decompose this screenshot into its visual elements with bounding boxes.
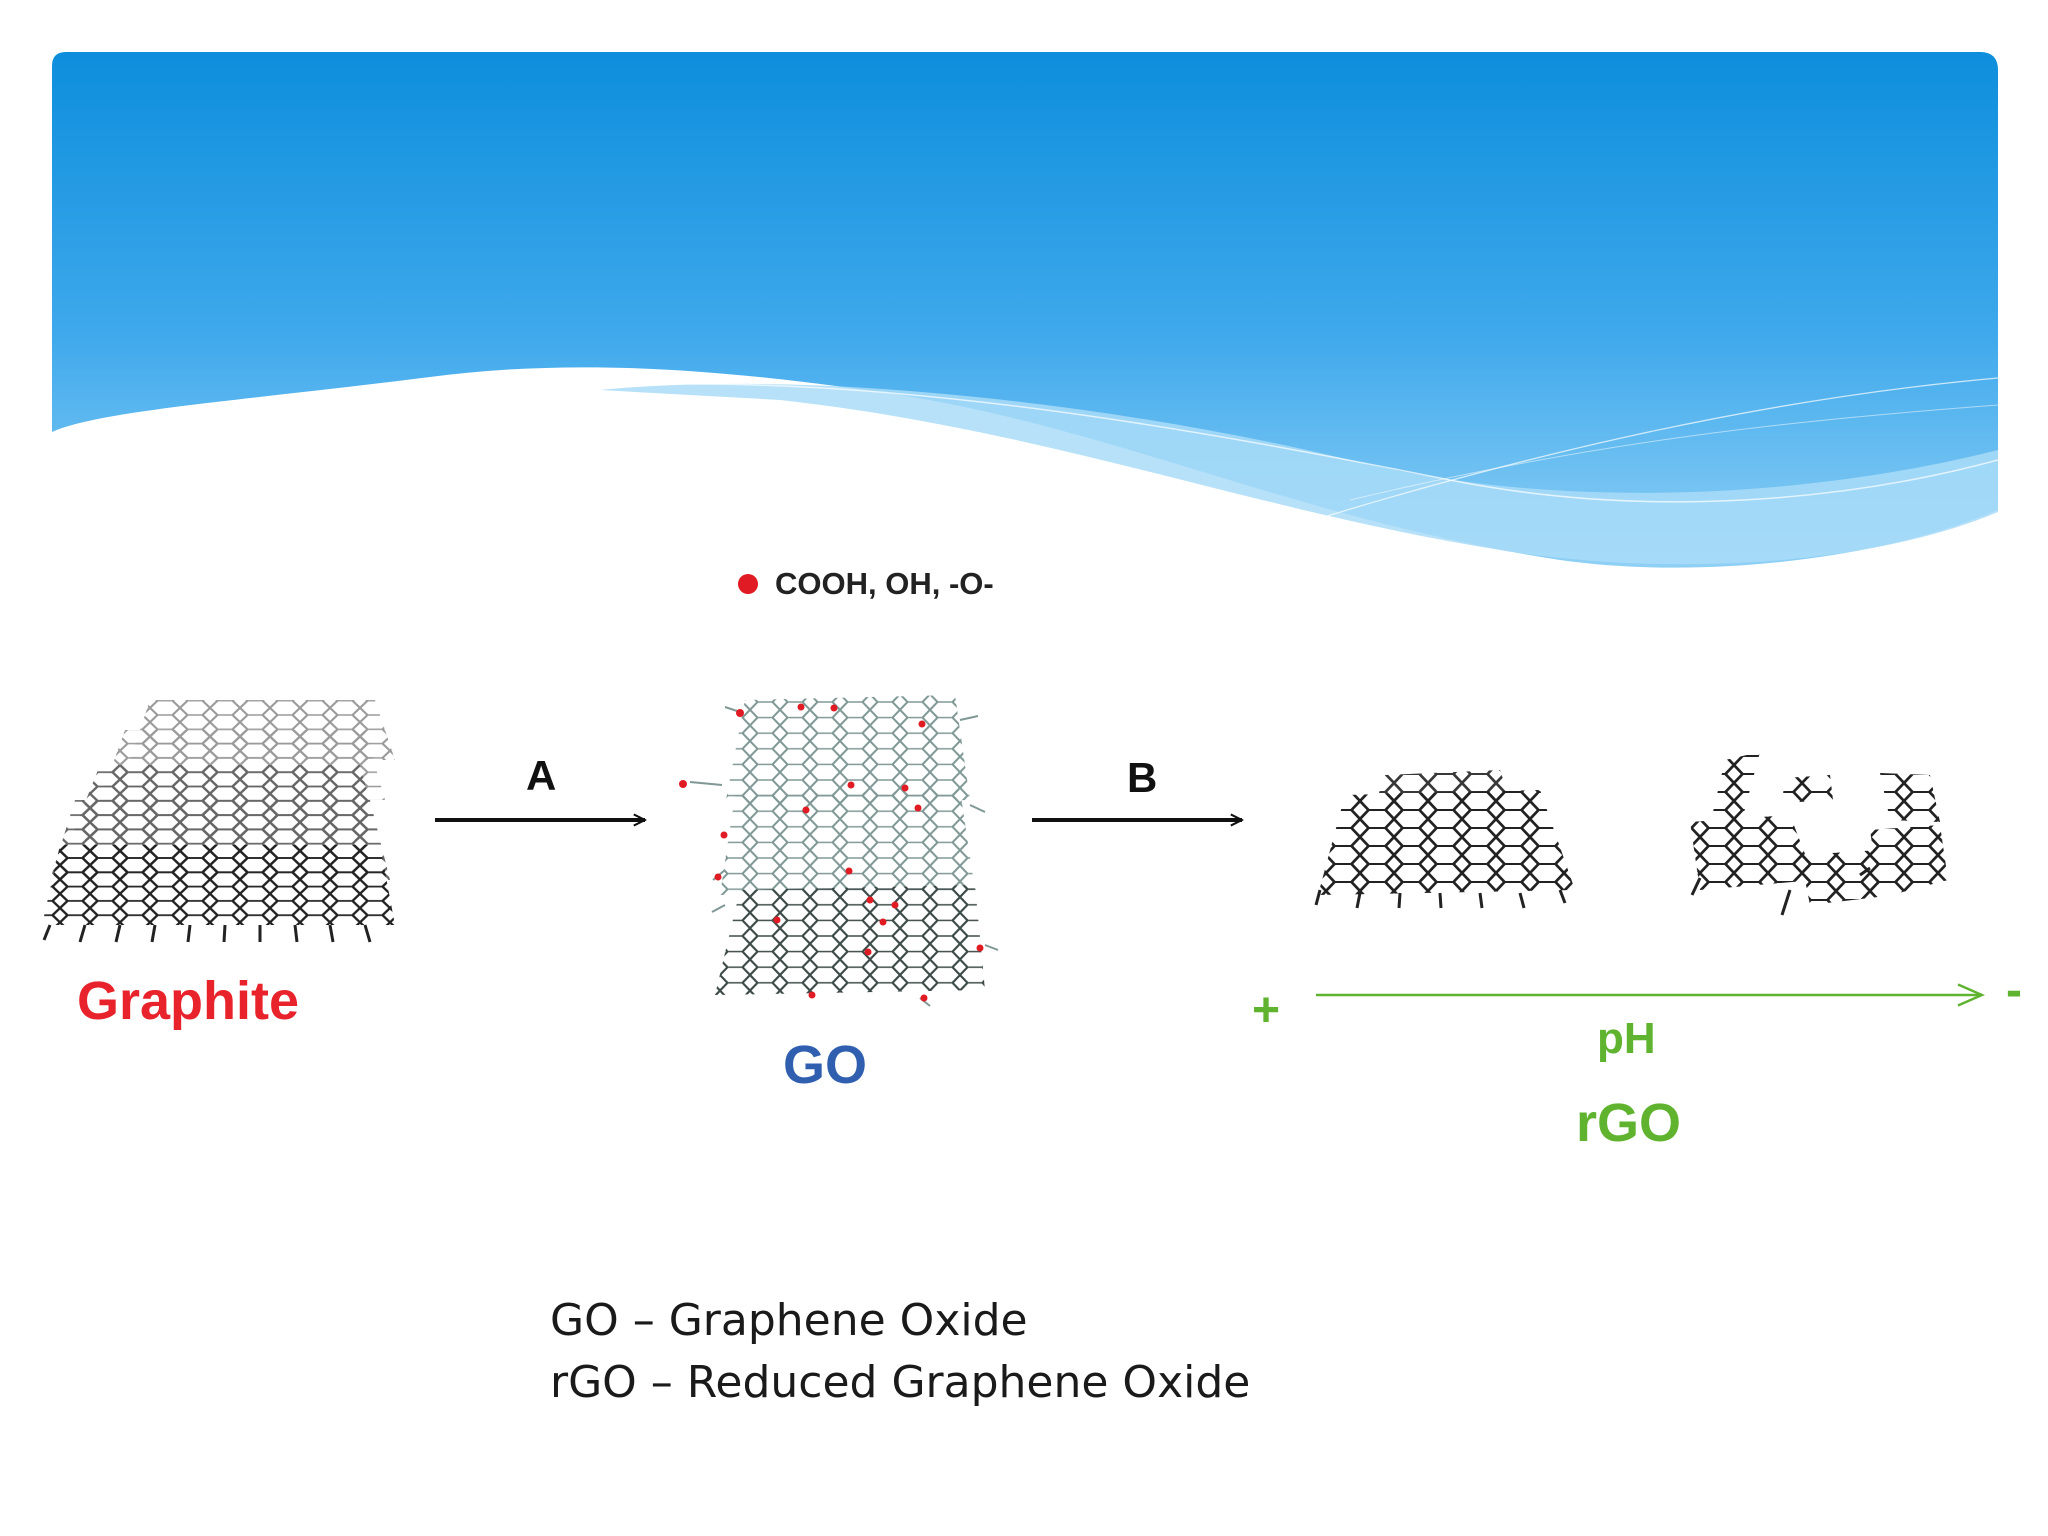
group-dot [720,831,728,839]
group-dot [802,806,810,814]
rgo-sheet-illustration [1314,770,1575,909]
group-dot [866,896,874,904]
group-dot [808,991,816,999]
caption-go-definition: GO – Graphene Oxide [550,1295,1028,1346]
group-dot [714,873,722,881]
group-dot [976,944,984,952]
ph-label: pH [1597,1014,1656,1063]
caption-rgo-definition: rGO – Reduced Graphene Oxide [550,1357,1251,1408]
group-dot [773,916,781,924]
group-dot [797,703,805,711]
group-dot [891,901,899,909]
group-dot [736,709,744,717]
functional-group-legend-dot [738,574,758,594]
rgo-fragments-illustration [1690,752,1948,916]
go-stack-illustration [689,695,999,1007]
go-label: GO [783,1035,868,1095]
step-b-label: B [1127,754,1158,801]
functional-groups-label: COOH, OH, -O- [775,566,994,601]
group-dot [847,781,855,789]
abbreviation-caption: GO – Graphene Oxide rGO – Reduced Graphe… [550,1290,1250,1414]
ph-minus-label: - [2006,964,2022,1017]
step-a-label: A [526,752,557,799]
group-dot [920,994,928,1002]
group-dot [914,804,922,812]
group-dot [918,720,926,728]
group-dot [864,948,872,956]
group-dot [845,867,853,875]
oxygen-group-dots [679,703,984,1002]
ph-plus-label: + [1252,984,1281,1037]
group-dot [830,704,838,712]
graphite-label: Graphite [77,971,300,1031]
group-dot [901,784,909,792]
header-banner [52,52,1999,568]
graphite-stack-illustration [42,700,395,943]
group-dot [879,918,887,926]
rgo-label: rGO [1576,1093,1682,1153]
group-dot [679,780,687,788]
